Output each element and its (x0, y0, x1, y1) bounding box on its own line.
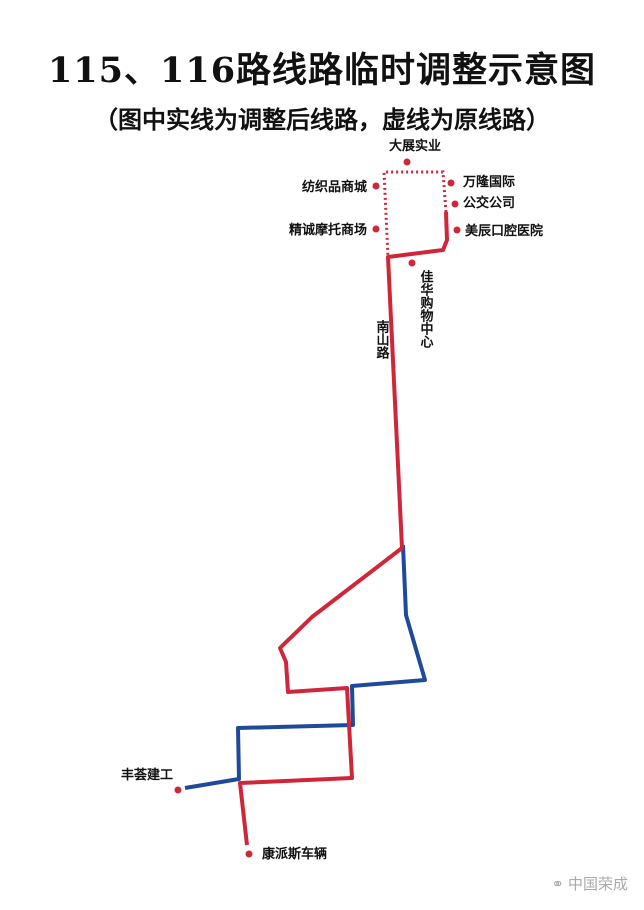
stop-kangpaisi: 康派斯车辆 (245, 846, 327, 862)
adjusted-route-line (238, 211, 449, 846)
svg-text:美辰口腔医院: 美辰口腔医院 (465, 223, 543, 239)
stop-meichen: 美辰口腔医院 (453, 223, 543, 239)
road-nanshan: 南山路 (374, 319, 390, 359)
svg-text:万隆国际: 万隆国际 (462, 174, 515, 190)
wechat-icon: ⚭ (551, 874, 564, 893)
watermark: ⚭ 中国荣成 (551, 873, 628, 894)
original-route-dotted (382, 170, 448, 258)
svg-text:佳华购物中心: 佳华购物中心 (418, 269, 434, 349)
map-subtitle: （图中实线为调整后线路，虚线为原线路） (94, 106, 550, 134)
svg-text:精诚摩托商场: 精诚摩托商场 (289, 222, 367, 238)
stop-fangzhi: 纺织品商城 (302, 179, 380, 195)
svg-text:南山路: 南山路 (374, 319, 390, 359)
stop-dazhan: 大展实业 (389, 138, 441, 166)
svg-text:公交公司: 公交公司 (463, 195, 515, 211)
map-title: 115、116路线路临时调整示意图 (47, 50, 597, 91)
stop-jingcheng: 精诚摩托商场 (289, 222, 380, 238)
svg-text:丰荟建工: 丰荟建工 (121, 767, 173, 783)
stop-fenghui: 丰荟建工 (121, 767, 182, 794)
stop-wanlong: 万隆国际 (447, 174, 515, 190)
svg-text:康派斯车辆: 康派斯车辆 (262, 846, 327, 862)
stop-jiahua: 佳华购物中心 (408, 259, 434, 349)
svg-text:大展实业: 大展实业 (389, 138, 441, 154)
original-route-line (184, 544, 427, 790)
stop-gongjiao: 公交公司 (451, 195, 515, 211)
svg-text:纺织品商城: 纺织品商城 (302, 179, 367, 195)
watermark-text: 中国荣成 (567, 875, 628, 893)
